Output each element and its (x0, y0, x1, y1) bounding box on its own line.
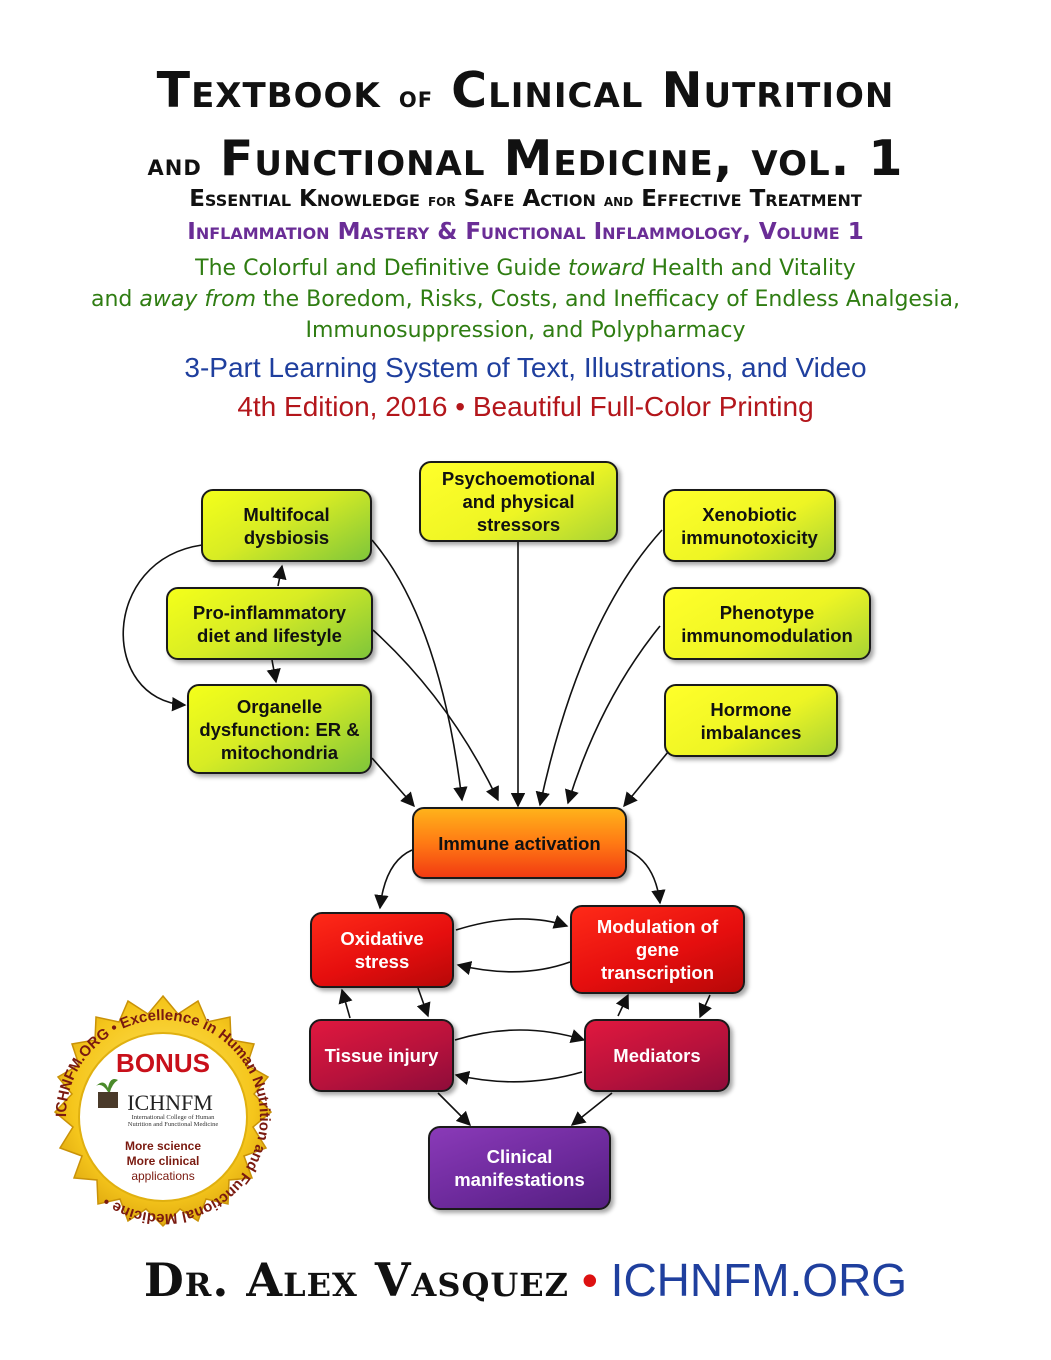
node-clinical-manifestations: Clinical manifestations (428, 1126, 611, 1210)
node-mediators: Mediators (584, 1019, 730, 1092)
arrow-phenotype-immune (564, 625, 661, 805)
arrow-modulation-mediators (698, 994, 712, 1019)
arrow-modulation-oxidative (456, 961, 571, 976)
node-xenobiotic-immunotoxicity: Xenobiotic immunotoxicity (663, 489, 836, 562)
node-tissue-injury: Tissue injury (309, 1019, 454, 1092)
arrow-proinflam-multifocal (272, 564, 287, 587)
arrow-hormone-immune (623, 751, 669, 808)
arrow-tissue-mediators (454, 1029, 586, 1044)
arrow-tissue-clinical (437, 1092, 472, 1127)
arrow-multifocal-organelle (122, 544, 203, 712)
arrow-xeno-immune (535, 529, 663, 807)
learning-system-line: 3-Part Learning System of Text, Illustra… (184, 352, 867, 383)
arrow-proinflam-immune (372, 629, 499, 802)
seal-line3: applications (131, 1169, 194, 1183)
footer-author-line: Dr. Alex Vasquez • ICHNFM.ORG (0, 1253, 1051, 1307)
seal-line2: More clinical (127, 1154, 200, 1168)
tagline-line2: and away from the Boredom, Risks, Costs,… (90, 287, 961, 312)
node-multifocal-dysbiosis: Multifocal dysbiosis (201, 489, 372, 562)
node-immune-activation: Immune activation (412, 807, 627, 879)
seal-inner-circle (78, 1032, 248, 1202)
seal-line1: More science (125, 1139, 201, 1153)
arrow-oxidative-tissue (416, 987, 431, 1018)
book-title-line1: Textbook of Clinical Nutrition (156, 62, 895, 119)
node-hormone-imbalances: Hormone imbalances (664, 684, 838, 757)
node-oxidative-stress: Oxidative stress (310, 912, 454, 988)
footer-separator: • (581, 1254, 598, 1306)
node-psychoemotional-stressors: Psychoemotional and physical stressors (419, 461, 618, 542)
book-title-line2: and Functional Medicine, vol. 1 (147, 130, 904, 187)
edition-line: 4th Edition, 2016 • Beautiful Full-Color… (237, 391, 814, 422)
node-modulation-gene-transcription: Modulation of gene transcription (570, 905, 745, 994)
arrow-tissue-oxidative (338, 988, 353, 1019)
tagline-line1: The Colorful and Definitive Guide toward… (195, 256, 856, 281)
bonus-seal: ICHNFM.ORG • Excellence in Human Nutriti… (53, 994, 273, 1227)
seal-logo: ICHNFM (127, 1090, 213, 1115)
arrow-immune-oxidative (374, 849, 413, 910)
series-title: Inflammation Mastery & Functional Inflam… (187, 219, 864, 245)
seal-logo-icon (96, 1079, 118, 1108)
book-subtitle: Essential Knowledge for Safe Action and … (189, 186, 862, 212)
node-organelle-dysfunction: Organelle dysfunction: ER & mitochondria (187, 684, 372, 774)
arrow-mediators-clinical (570, 1092, 613, 1126)
arrow-immune-modulation (626, 849, 666, 905)
arrow-mediators-tissue (454, 1070, 583, 1085)
tagline-line3: Immunosuppression, and Polypharmacy (305, 318, 746, 343)
node-proinflammatory-diet: Pro-inflammatory diet and lifestyle (166, 587, 373, 660)
arrow-oxidative-modulation (455, 915, 569, 931)
footer-website: ICHNFM.ORG (610, 1254, 908, 1306)
arrow-proinflam-organelle (266, 659, 281, 684)
seal-bonus: BONUS (116, 1048, 210, 1078)
arrow-multifocal-immune (371, 539, 468, 802)
arrow-mediators-modulation (615, 993, 629, 1017)
seal-logo-sub1: International College of Human (132, 1114, 216, 1121)
arrow-organelle-immune (371, 757, 415, 808)
seal-logo-sub2: Nutrition and Functional Medicine (128, 1121, 219, 1128)
node-phenotype-immunomodulation: Phenotype immunomodulation (663, 587, 871, 660)
author-name: Dr. Alex Vasquez (143, 1253, 569, 1307)
